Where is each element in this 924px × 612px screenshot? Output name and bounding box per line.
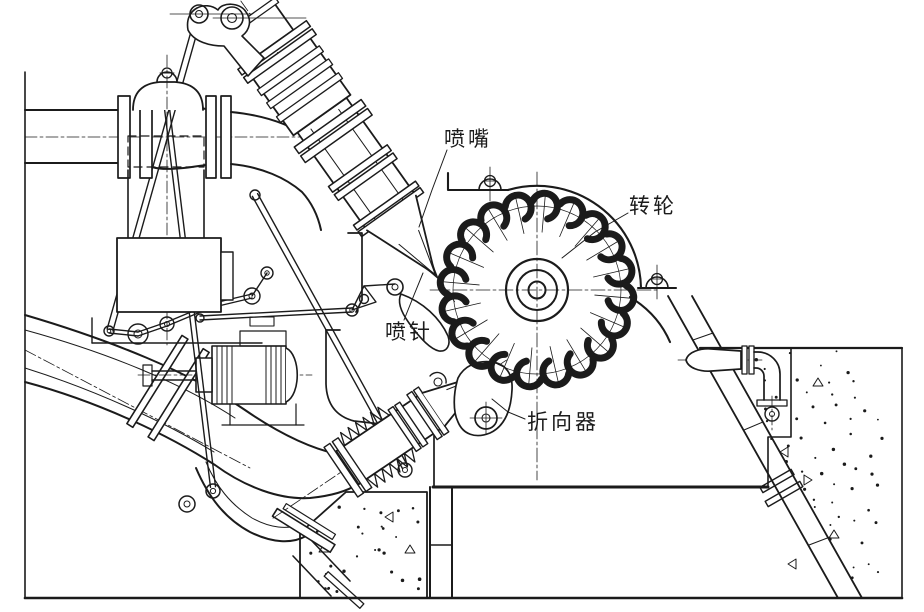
structure-outline — [23, 71, 904, 600]
concrete-speckles — [309, 350, 884, 593]
brake-pipe — [677, 345, 788, 431]
casing — [325, 166, 678, 488]
discharge-slope — [667, 295, 863, 599]
runner-hub — [452, 205, 622, 375]
deflector-upper — [386, 278, 450, 352]
leader-deflector — [491, 398, 526, 420]
label-needle: 喷针 — [385, 320, 433, 344]
concrete-triangle-marks — [318, 377, 840, 570]
runner-buckets — [436, 189, 638, 391]
callout-leaders — [403, 149, 629, 420]
leader-runner — [561, 212, 629, 259]
callout-labels: 喷嘴 转轮 喷针 折向器 — [385, 127, 677, 434]
leader-needle — [403, 272, 424, 321]
pelton-runner — [429, 171, 661, 481]
label-runner: 转轮 — [629, 194, 677, 218]
top-bracket — [169, 3, 307, 77]
nozzle-upper — [225, 0, 457, 305]
leader-nozzle — [418, 149, 448, 228]
label-nozzle: 喷嘴 — [444, 127, 492, 151]
penstock-upper — [24, 54, 322, 346]
servomotor — [137, 316, 313, 426]
label-deflector: 折向器 — [527, 410, 599, 434]
